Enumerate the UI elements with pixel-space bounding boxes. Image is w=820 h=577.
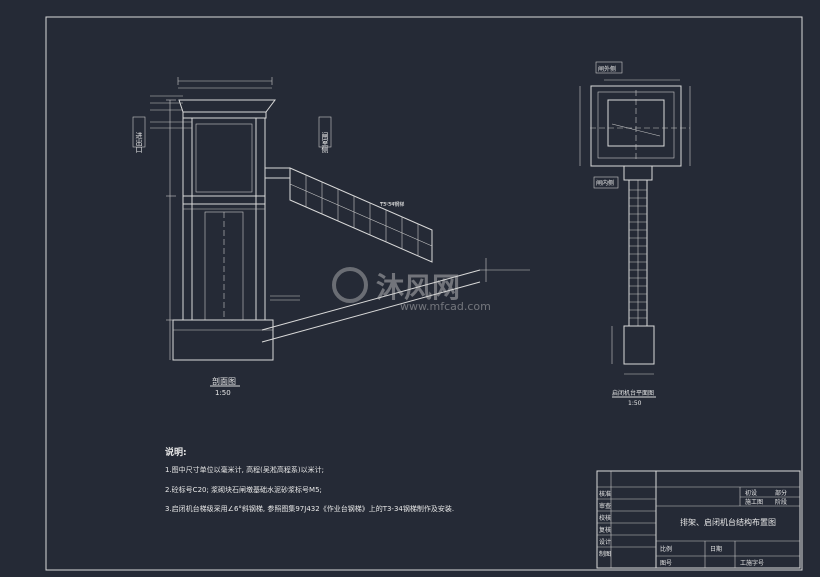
left-side-label: 进出口 xyxy=(135,132,143,153)
tb-top-right-1: 初设 xyxy=(745,489,757,497)
note-1: 1.图中尺寸单位以毫米计, 高程(吴淞高程系)以米计; xyxy=(165,465,324,474)
tb-row-1: 核准 xyxy=(599,490,611,498)
tb-row-4: 复核 xyxy=(599,526,611,534)
tb-row-2: 审查 xyxy=(599,502,611,510)
section-title: 剖面图 xyxy=(212,376,236,386)
right-side-label: 闸室侧 xyxy=(321,132,329,154)
tb-row-5: 设计 xyxy=(599,538,611,546)
plan-top-label: 闸外侧 xyxy=(598,65,616,73)
tb-top-right-2: 部分 xyxy=(775,489,787,497)
tb-drawing-number: 工施字号 xyxy=(740,559,764,567)
section-view xyxy=(132,77,530,387)
tb-drawing-title: 排架、启闭机台结构布置图 xyxy=(680,517,776,527)
tb-stage-label: 施工图 xyxy=(745,498,763,506)
drawing-border xyxy=(45,16,803,571)
plan-scale: 1:50 xyxy=(628,400,642,407)
tb-date-label: 日期 xyxy=(710,545,722,553)
plan-side-label: 闸内侧 xyxy=(596,179,614,187)
watermark-logo-icon xyxy=(332,267,368,303)
plan-view xyxy=(579,61,691,398)
note-2: 2.砼标号C20; 浆砌块石闸墩基础水泥砂浆标号M5; xyxy=(165,485,322,494)
note-3: 3.启闭机台梯级采用∠6°斜钢梯, 参照图集97J432《作业台钢梯》上的T3-… xyxy=(165,504,454,513)
stair-label: T3-34钢梯 xyxy=(379,201,404,208)
tb-row-3: 校核 xyxy=(599,514,611,522)
notes-heading: 说明: xyxy=(165,446,187,458)
watermark-url: www.mfcad.com xyxy=(400,300,491,313)
tb-scale-label: 比例 xyxy=(660,545,672,553)
tb-stage-value: 阶段 xyxy=(775,498,787,506)
title-block-frame xyxy=(596,470,801,569)
watermark-brand: 沐风网 xyxy=(376,271,460,304)
section-scale: 1:50 xyxy=(215,389,231,397)
tb-number-label: 图号 xyxy=(660,560,672,567)
tb-row-6: 制图 xyxy=(599,550,611,558)
watermark: 沐风网 www.mfcad.com xyxy=(332,267,491,313)
plan-title: 启闭机台平面图 xyxy=(612,389,654,397)
